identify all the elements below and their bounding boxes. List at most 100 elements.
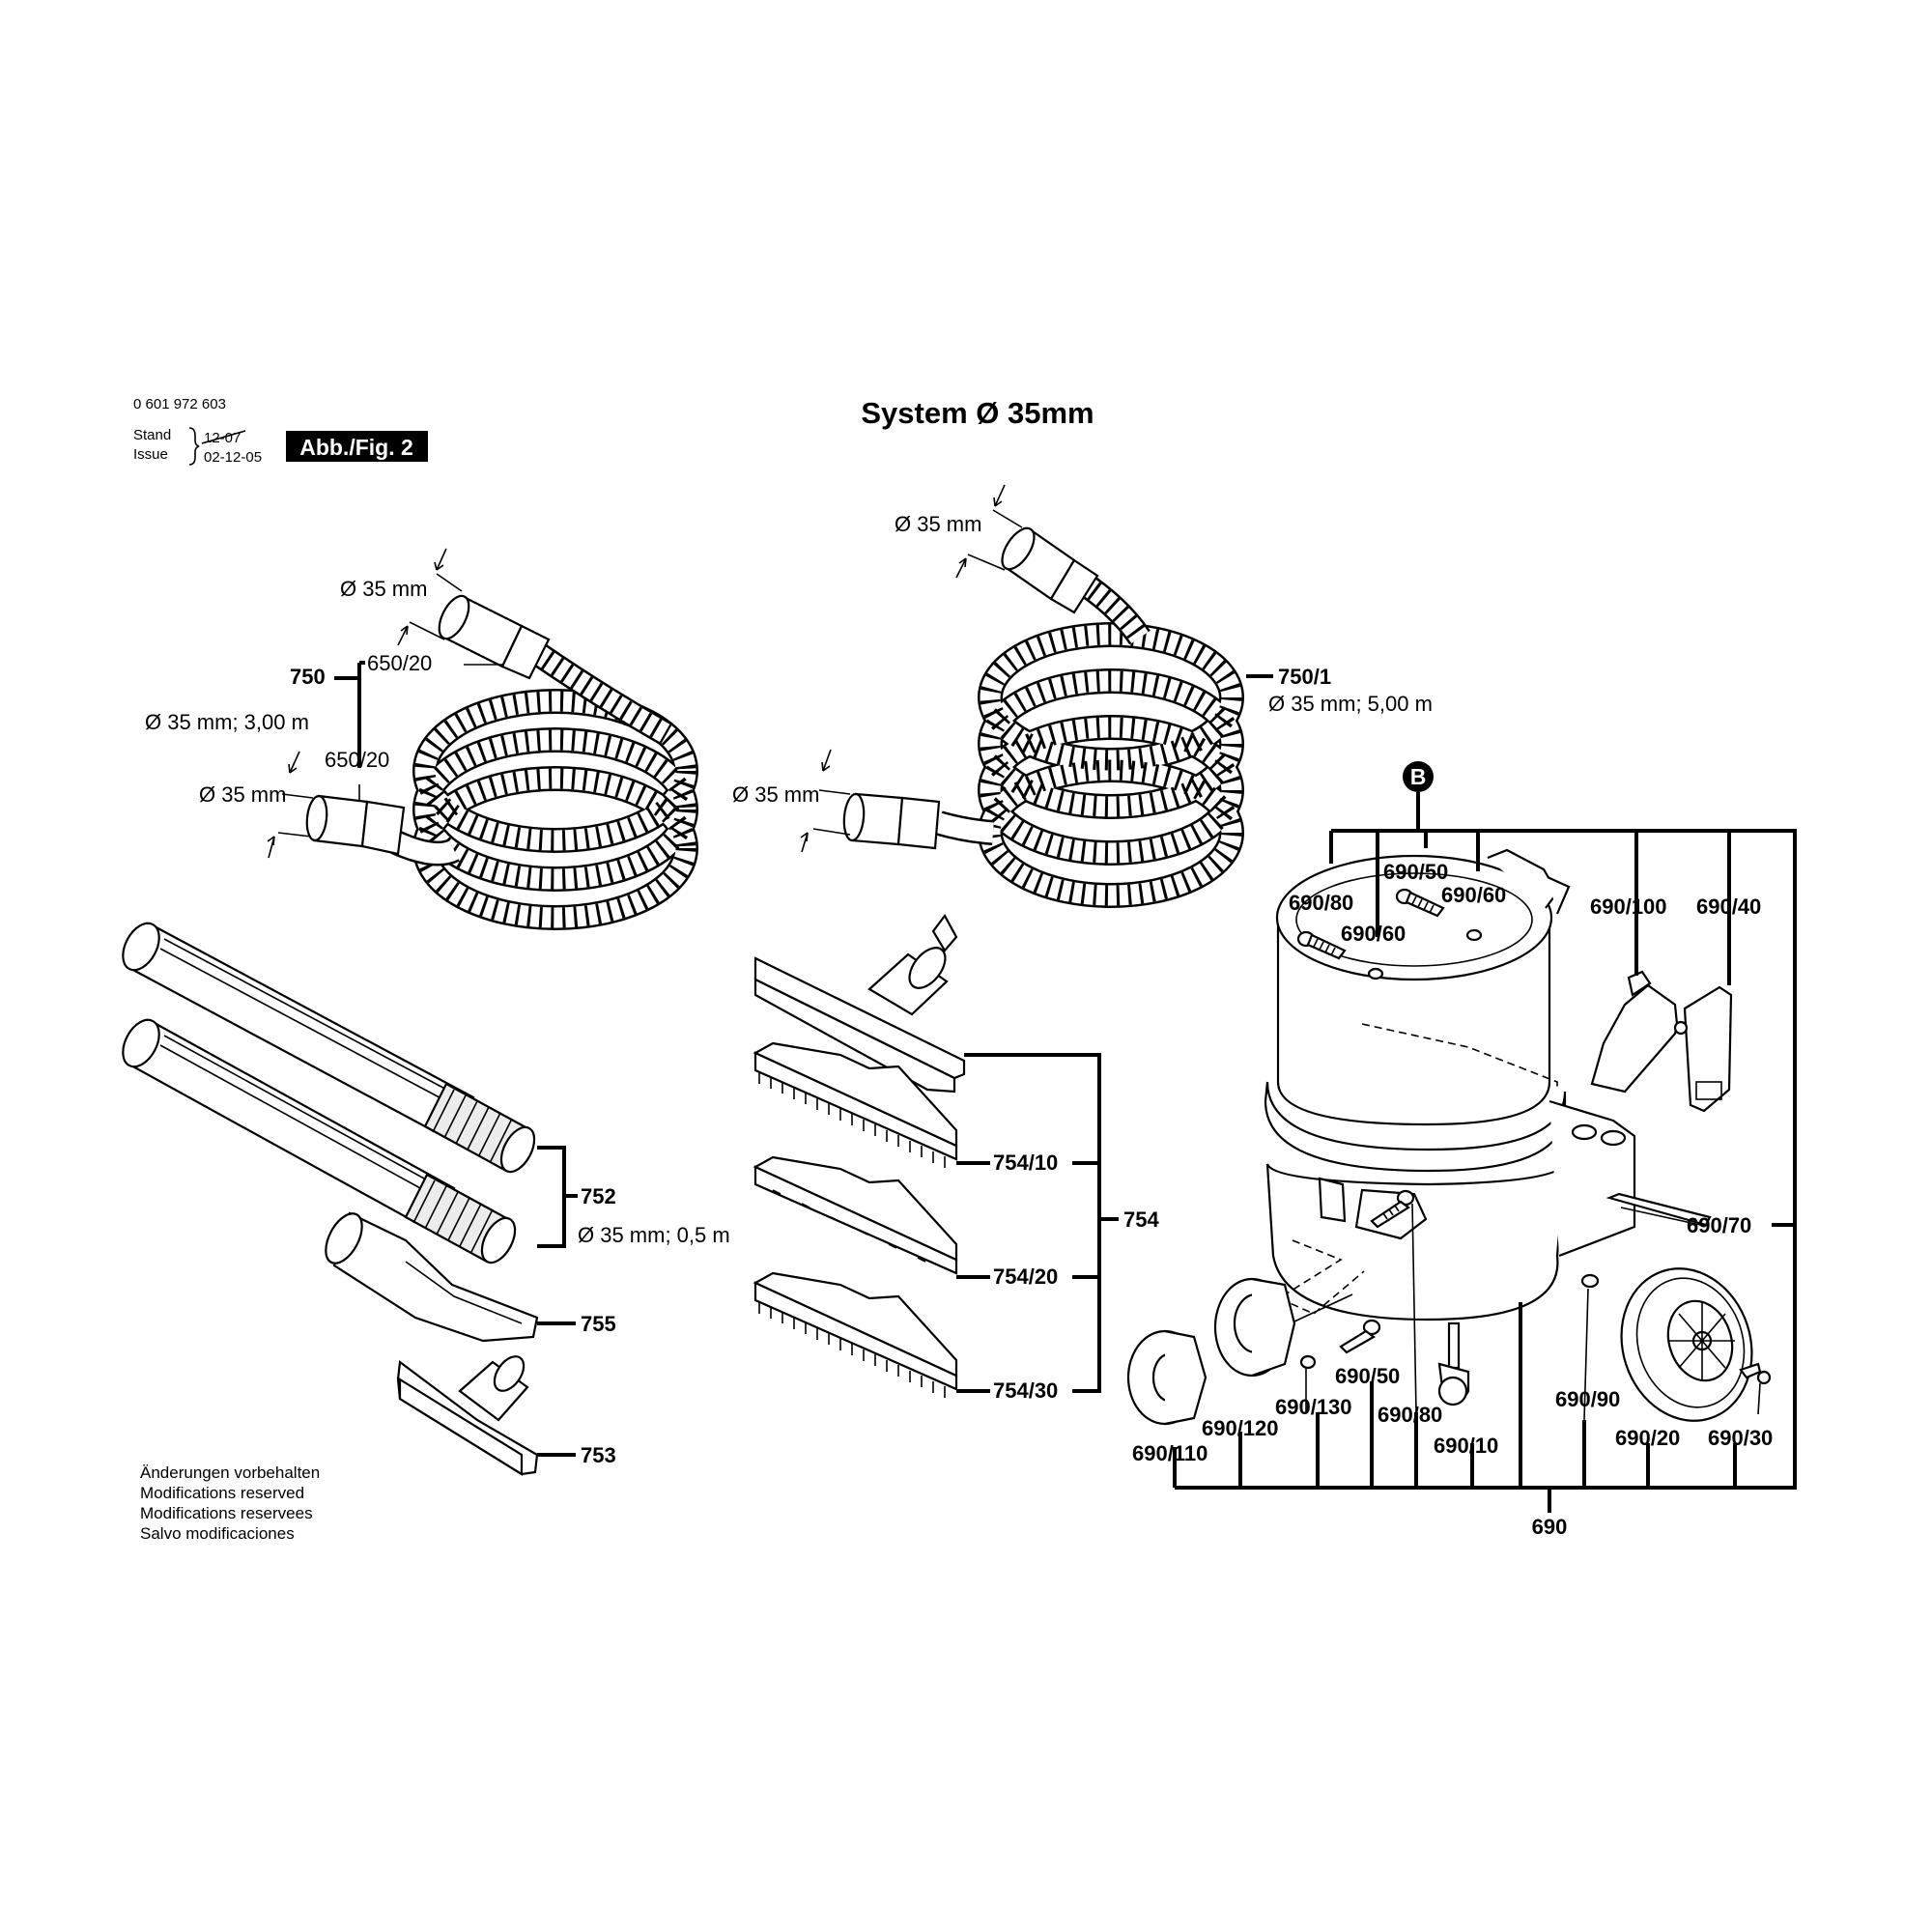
callout-leader bbox=[1620, 1207, 1701, 1226]
dim-arrow-icon bbox=[434, 548, 447, 571]
small-nozzle-label: 753 bbox=[581, 1443, 616, 1467]
hose-750-1: Ø 35 mm Ø 35 mm 750/1 Ø 35 mm; 5,00 m bbox=[732, 484, 1433, 908]
hose-coil-icon bbox=[935, 573, 1244, 908]
hose-cuff-top-icon bbox=[438, 594, 551, 680]
caster-icon bbox=[1437, 1321, 1470, 1406]
hose-750-dim-bottom: Ø 35 mm bbox=[199, 782, 286, 807]
hose-socket-icon bbox=[1213, 1277, 1353, 1378]
hose-750-spec: Ø 35 mm; 3,00 m bbox=[145, 710, 309, 734]
brace-icon bbox=[188, 427, 200, 466]
insert-2-label: 754/20 bbox=[993, 1264, 1058, 1289]
crevice-nozzle: 755 bbox=[325, 1211, 616, 1343]
hose-750-dim-top: Ø 35 mm bbox=[340, 577, 427, 601]
dim-leader bbox=[992, 509, 1023, 528]
container-icon bbox=[1264, 848, 1636, 1321]
hose-750-1-label: 750/1 bbox=[1278, 665, 1331, 689]
dim-arrow-icon bbox=[955, 557, 967, 579]
floor-insert-brush-icon bbox=[753, 1041, 958, 1168]
label-690-80-bottom: 690/80 bbox=[1378, 1403, 1442, 1427]
issue-date: 02-12-05 bbox=[204, 449, 262, 466]
dim-arrow-icon bbox=[821, 749, 832, 772]
label-690-40: 690/40 bbox=[1696, 895, 1761, 919]
insert-3-label: 754/30 bbox=[993, 1378, 1058, 1403]
hose-750-1-spec: Ø 35 mm; 5,00 m bbox=[1268, 692, 1433, 716]
callout-leader bbox=[1757, 1382, 1761, 1415]
note-english: Modifications reserved bbox=[140, 1484, 304, 1502]
vacuum-unit: B bbox=[1126, 761, 1797, 1539]
floor-insert-squeegee-icon bbox=[753, 1155, 958, 1275]
gasket-icon bbox=[1126, 1329, 1208, 1426]
screw-icon bbox=[1339, 1319, 1381, 1354]
floor-nozzle-group-label: 754 bbox=[1123, 1208, 1159, 1232]
issue-label: Issue bbox=[133, 446, 168, 463]
note-french: Modifications reservees bbox=[140, 1504, 313, 1522]
small-nozzle: 753 bbox=[396, 1355, 616, 1476]
dim-leader bbox=[436, 573, 463, 592]
callout-leader bbox=[1411, 1203, 1417, 1413]
callout-leader bbox=[1329, 831, 1731, 985]
dim-leader bbox=[812, 828, 851, 836]
dim-leader bbox=[818, 789, 851, 795]
floor-nozzle-icon bbox=[753, 913, 966, 1094]
tubes-spec: Ø 35 mm; 0,5 m bbox=[578, 1223, 730, 1247]
label-690-70: 690/70 bbox=[1687, 1213, 1751, 1237]
label-690-120: 690/120 bbox=[1202, 1416, 1279, 1440]
callout-leader bbox=[1173, 1302, 1797, 1488]
dim-arrow-icon bbox=[397, 625, 409, 646]
insert-1-label: 754/10 bbox=[993, 1151, 1058, 1175]
callout-bracket bbox=[964, 1053, 1119, 1393]
callout-bracket bbox=[334, 661, 365, 768]
label-690-90: 690/90 bbox=[1555, 1387, 1620, 1411]
note-spanish: Salvo modificaciones bbox=[140, 1524, 295, 1543]
callout-bracket bbox=[537, 1146, 578, 1248]
floor-nozzle-group: 754/10 754/20 754/30 754 bbox=[753, 913, 1159, 1403]
stand-label: Stand bbox=[133, 427, 171, 443]
cuff-top-label: 650/20 bbox=[367, 651, 432, 675]
label-690-20: 690/20 bbox=[1615, 1426, 1680, 1450]
callout-frame bbox=[1175, 829, 1797, 1490]
label-690: 690 bbox=[1532, 1515, 1568, 1539]
label-690-50-top: 690/50 bbox=[1383, 860, 1448, 884]
screw-icon bbox=[1395, 888, 1445, 918]
label-690-110: 690/110 bbox=[1132, 1441, 1208, 1465]
tubes-label: 752 bbox=[581, 1184, 616, 1208]
hose-coil-icon bbox=[390, 642, 698, 930]
label-690-50-bottom: 690/50 bbox=[1335, 1364, 1400, 1388]
wheel-icon bbox=[1620, 1267, 1753, 1422]
note-german: Änderungen vorbehalten bbox=[140, 1463, 320, 1482]
part-number: 0 601 972 603 bbox=[133, 396, 226, 412]
figure-badge bbox=[286, 431, 428, 462]
handle-icon bbox=[1590, 970, 1679, 1094]
dim-arrow-icon bbox=[800, 832, 809, 853]
dim-leader bbox=[281, 793, 314, 799]
dim-arrow-icon bbox=[288, 751, 300, 774]
crevice-nozzle-label: 755 bbox=[581, 1312, 616, 1336]
dim-arrow-icon bbox=[267, 836, 275, 859]
footer-notes: Änderungen vorbehalten Modifications res… bbox=[140, 1463, 320, 1543]
label-690-80-top: 690/80 bbox=[1289, 891, 1353, 915]
hose-cuff-bottom-icon bbox=[842, 792, 941, 850]
label-690-10: 690/10 bbox=[1434, 1434, 1498, 1458]
dim-arrow-icon bbox=[993, 484, 1006, 507]
label-690-100: 690/100 bbox=[1590, 895, 1667, 919]
label-690-130: 690/130 bbox=[1275, 1395, 1352, 1419]
cuff-bottom-label: 650/20 bbox=[325, 748, 389, 772]
screw-icon bbox=[1370, 1189, 1415, 1229]
upholstery-nozzle-icon bbox=[396, 1355, 539, 1476]
hose-750-1-dim-bottom: Ø 35 mm bbox=[732, 782, 819, 807]
axle-icon bbox=[1605, 1192, 1772, 1385]
tube-icon bbox=[122, 922, 536, 1174]
hose-cuff-top-icon bbox=[1001, 526, 1099, 614]
label-690-60-a: 690/60 bbox=[1441, 883, 1506, 907]
label-690-30: 690/30 bbox=[1708, 1426, 1773, 1450]
crevice-nozzle-icon bbox=[325, 1211, 539, 1343]
hose-750-1-dim-top: Ø 35 mm bbox=[895, 512, 981, 536]
tube-icon bbox=[122, 1018, 517, 1264]
strike-line bbox=[201, 430, 246, 444]
dim-leader bbox=[967, 554, 1006, 571]
hose-750-label: 750 bbox=[290, 665, 326, 689]
callout-leader bbox=[1583, 1288, 1589, 1421]
washer-icon bbox=[1299, 928, 1600, 1370]
label-690-60-b: 690/60 bbox=[1341, 922, 1406, 946]
